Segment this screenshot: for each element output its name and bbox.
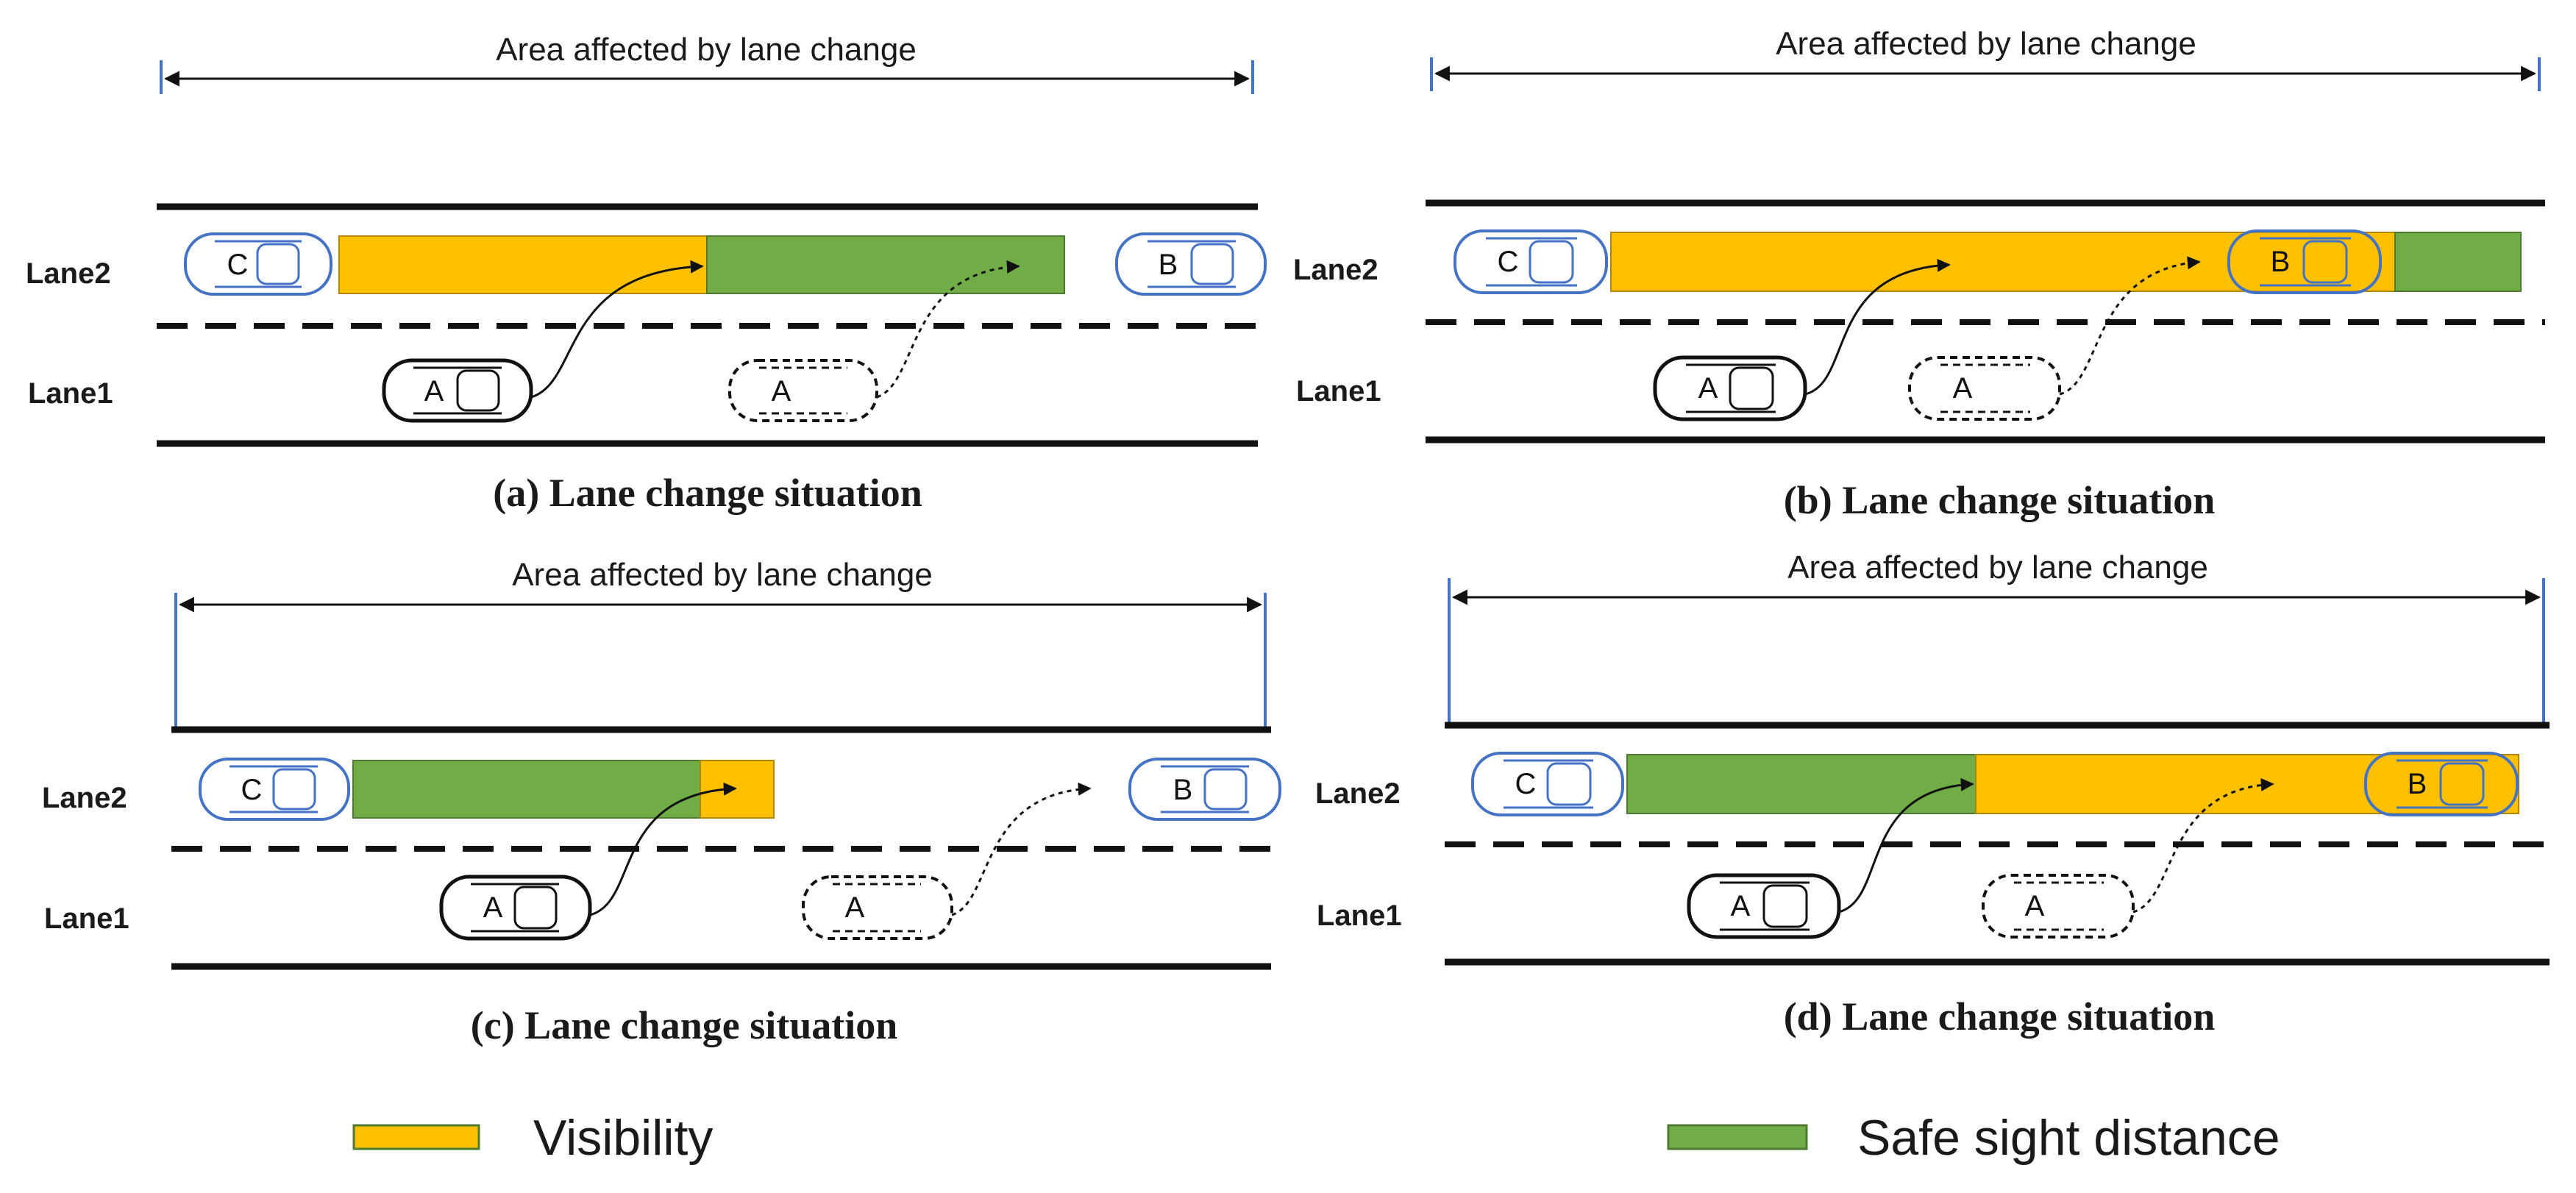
legend: Visibility Safe sight distance [352, 1110, 2280, 1166]
car-c: C [199, 758, 350, 821]
lane1-label: Lane1 [44, 902, 129, 935]
car-a: A [439, 875, 592, 941]
lane-change-path [1838, 777, 1974, 914]
car-b: B [2364, 752, 2519, 816]
legend-item-safe-sight-distance: Safe sight distance [1667, 1110, 2280, 1166]
panel-c: Area affected by lane change Lane2 Lane1… [42, 557, 1281, 1047]
panel-d: Area affected by lane change Lane2 Lane1… [1315, 549, 2550, 1039]
car-a: A [382, 358, 533, 423]
safe-sight-distance-bar [706, 235, 1065, 294]
legend-swatch-visibility [352, 1124, 480, 1150]
car-a-projected: A [1982, 874, 2135, 939]
panel-caption: (d) Lane change situation [1784, 994, 2216, 1039]
lane1-label: Lane1 [28, 377, 113, 410]
car-a-projected-label: A [1953, 372, 1973, 405]
lane1-label: Lane1 [1317, 900, 1402, 932]
visibility-bar [1975, 754, 2519, 814]
visibility-bar [700, 760, 775, 819]
panel-caption: (b) Lane change situation [1784, 478, 2216, 522]
car-c-label: C [227, 249, 249, 281]
projected-lane-change-path [876, 260, 1020, 399]
car-a-label: A [424, 375, 444, 407]
car-a-label: A [483, 891, 503, 924]
panel-a: Area affected by lane change Lane2 Lane1… [26, 32, 1267, 515]
projected-lane-change-path [2132, 777, 2274, 914]
area-label: Area affected by lane change [1787, 549, 2208, 585]
visibility-bar [1610, 232, 2396, 292]
car-b: B [2227, 229, 2382, 294]
lane-change-path [530, 260, 704, 399]
car-b-label: B [1173, 774, 1193, 806]
lane1-label: Lane1 [1296, 375, 1381, 407]
car-c-label: C [241, 774, 263, 806]
car-a: A [1653, 355, 1807, 421]
lane-change-path [589, 782, 737, 916]
car-a-label: A [1731, 890, 1751, 922]
area-label: Area affected by lane change [496, 32, 917, 68]
car-c-label: C [1498, 246, 1519, 278]
lane2-label: Lane2 [1293, 254, 1378, 286]
safe-sight-distance-bar [2394, 232, 2522, 292]
car-a-projected: A [728, 359, 878, 422]
panel-caption: (a) Lane change situation [493, 471, 922, 515]
car-a-label: A [1698, 372, 1718, 405]
car-c: C [184, 232, 332, 296]
legend-item-visibility: Visibility [352, 1110, 713, 1166]
car-b: B [1115, 232, 1267, 296]
area-label: Area affected by lane change [512, 557, 933, 593]
car-a-projected: A [802, 875, 953, 940]
car-a-projected: A [1908, 356, 2061, 421]
car-a-projected-label: A [772, 375, 791, 407]
area-label: Area affected by lane change [1776, 26, 2196, 62]
panel-b: Area affected by lane change Lane2 Lane1… [1293, 26, 2545, 522]
projected-lane-change-path [951, 782, 1092, 916]
projected-lane-change-path [2059, 256, 2201, 396]
car-b-label: B [2408, 768, 2427, 800]
car-b-label: B [1159, 249, 1178, 281]
visibility-bar [338, 235, 708, 294]
car-b: B [1128, 758, 1281, 821]
car-c: C [1471, 752, 1624, 816]
lane2-label: Lane2 [1315, 777, 1401, 810]
car-c-label: C [1515, 768, 1537, 800]
safe-sight-distance-bar [1626, 754, 1977, 814]
legend-label-visibility: Visibility [533, 1110, 713, 1166]
lane2-label: Lane2 [26, 257, 111, 290]
panel-caption: (c) Lane change situation [471, 1003, 898, 1047]
car-a: A [1687, 873, 1841, 939]
car-a-projected-label: A [845, 891, 865, 924]
car-c: C [1454, 229, 1608, 294]
legend-swatch-safe-sight-distance [1667, 1124, 1808, 1150]
lane2-label: Lane2 [42, 782, 127, 814]
safe-sight-distance-bar [352, 760, 701, 819]
legend-label-safe-sight-distance: Safe sight distance [1857, 1110, 2280, 1166]
car-b-label: B [2271, 246, 2291, 278]
lane-change-path [1804, 258, 1951, 396]
car-a-projected-label: A [2025, 890, 2045, 922]
